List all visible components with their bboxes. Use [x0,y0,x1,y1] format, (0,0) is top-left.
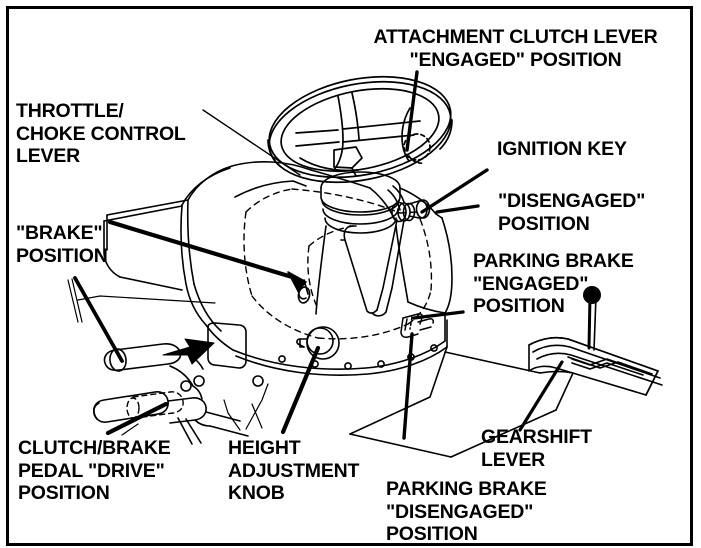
label-disengaged-position: "DISENGAGED" POSITION [498,190,646,235]
label-height-adjustment-knob: HEIGHT ADJUSTMENT KNOB [228,437,360,504]
label-clutch-brake-pedal-drive-position: CLUTCH/BRAKE PEDAL "DRIVE" POSITION [18,437,171,504]
label-parking-brake-engaged-position: PARKING BRAKE "ENGAGED" POSITION [473,250,634,317]
lift-linkage [337,185,405,317]
pedal-assembly [93,343,249,445]
label-gearshift-lever: GEARSHIFT LEVER [481,426,592,471]
pedal-motion-arrow [162,338,215,365]
label-brake-position: "BRAKE" POSITION [16,222,108,267]
label-parking-brake-disengaged-position: PARKING BRAKE "DISENGAGED" POSITION [386,478,547,545]
label-throttle-choke-control-lever: THROTTLE/ CHOKE CONTROL LEVER [16,100,186,167]
height-adjustment-knob [296,326,340,360]
label-ignition-key: IGNITION KEY [497,138,627,160]
steering-wheel [267,75,453,184]
floor-pan [349,346,574,458]
gearshift-lever-stick [587,294,597,351]
gearshift-knob [583,286,601,304]
label-attachment-clutch-lever: ATTACHMENT CLUTCH LEVER "ENGAGED" POSITI… [373,26,658,71]
gearshift-console [528,336,663,396]
parking-brake-latch [400,313,434,338]
leader-lines [67,70,564,440]
